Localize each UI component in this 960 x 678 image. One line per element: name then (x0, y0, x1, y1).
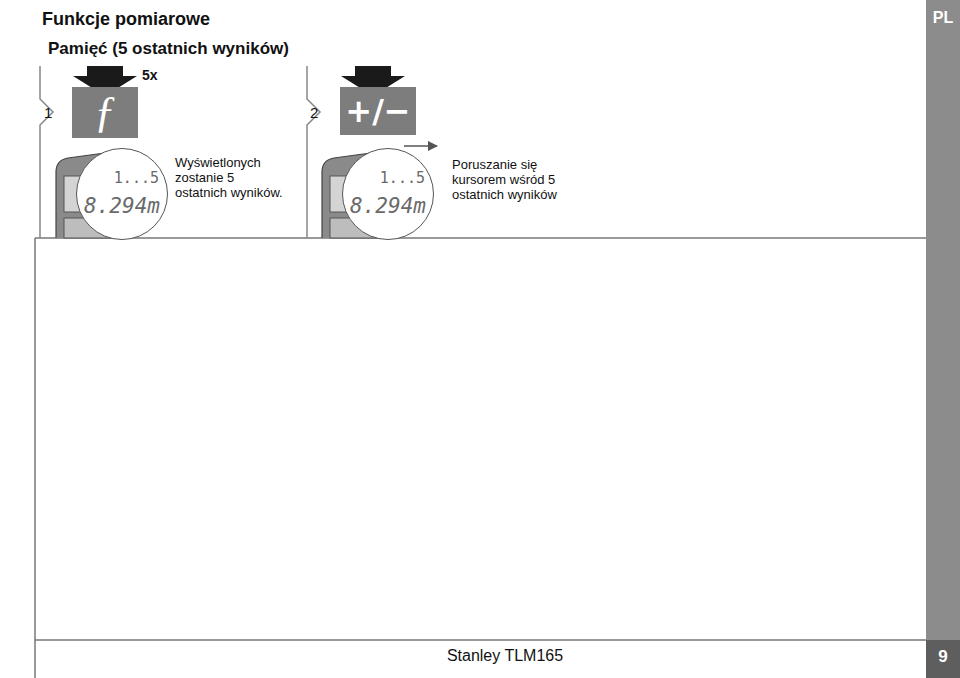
press-count: 5x (142, 67, 158, 83)
page-title: Funkcje pomiarowe (42, 9, 210, 30)
step-note: Wyświetlonych zostanie 5 ostatnich wynik… (175, 156, 287, 201)
button-symbol: +/− (345, 93, 410, 130)
language-tab: PL (929, 9, 957, 27)
step-chevron (307, 66, 320, 238)
function-button: ƒ (72, 87, 138, 138)
page-number: 9 (929, 647, 957, 667)
step-number: 1 (44, 104, 52, 121)
step-number: 2 (310, 104, 318, 121)
display-reading: 8.294m (84, 194, 160, 218)
step-chevron (40, 66, 53, 238)
display-callout: 1...5 8.294m (342, 148, 434, 240)
memory-indicator: 1...5 (380, 170, 425, 187)
page-number-box (926, 640, 960, 678)
cursor-arrow (404, 145, 437, 147)
section-heading: Pamięć (5 ostatnich wyników) (48, 39, 289, 59)
memory-indicator: 1...5 (114, 170, 159, 187)
plus-minus-button: +/− (340, 87, 416, 135)
section-rule (35, 237, 926, 239)
footer-model: Stanley TLM165 (380, 647, 630, 665)
side-band (926, 0, 960, 678)
display-reading: 8.294m (350, 194, 426, 218)
display-callout: 1...5 8.294m (76, 148, 168, 240)
footer-rule (35, 639, 926, 641)
step-note: Poruszanie się kursorem wśród 5 ostatnic… (452, 158, 570, 203)
button-symbol: ƒ (94, 87, 116, 138)
frame-line (34, 238, 36, 678)
